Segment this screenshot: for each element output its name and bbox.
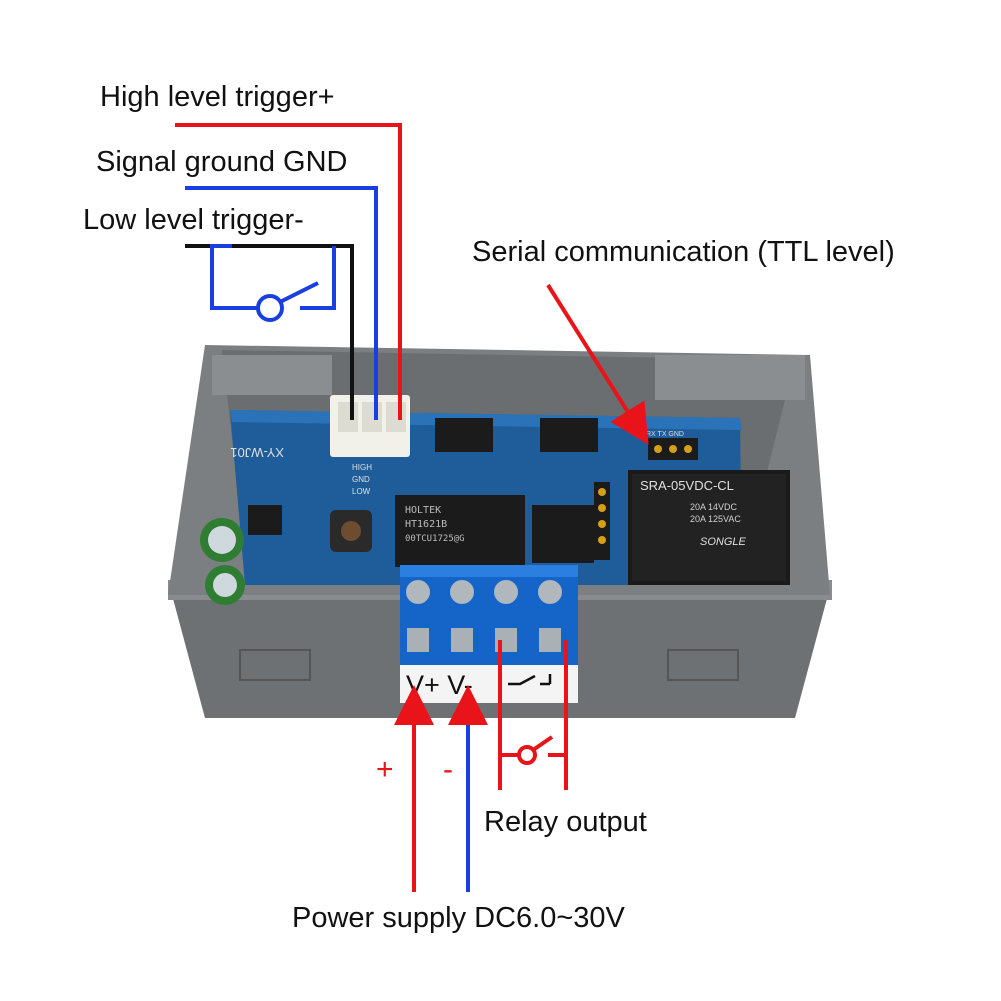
enclosure-clip-left: [212, 355, 332, 395]
relay-model-text: SRA-05VDC-CL: [640, 478, 734, 493]
relay: SRA-05VDC-CL 20A 14VDC 20A 125VAC SONGLE: [628, 470, 790, 585]
high-trigger-wire: [175, 123, 402, 420]
optocoupler-2: [540, 418, 598, 452]
enclosure-slot-right: [667, 649, 739, 681]
secondary-chip: [532, 505, 594, 563]
power-supply-label: Power supply DC6.0~30V: [292, 902, 625, 934]
relay-switch-lever-icon: [531, 735, 554, 752]
capacitor-1-top: [208, 526, 236, 554]
terminal-label-text: V+ V-: [406, 670, 473, 700]
plus-label: +: [376, 753, 394, 786]
enclosure-clip-right: [655, 355, 805, 400]
enclosure-slot-left: [239, 649, 311, 681]
pin-label-high: HIGH: [352, 463, 372, 472]
high-trigger-label: High level trigger+: [100, 81, 335, 113]
relay-switch-contact-icon: [517, 745, 537, 765]
relay-rating-2: 20A 125VAC: [690, 514, 741, 524]
switch-contact-icon: [256, 294, 284, 322]
inductor-core: [341, 521, 361, 541]
main-chip: [395, 495, 525, 567]
chip-model-text: HT1621B: [405, 519, 447, 530]
regulator-ic: [248, 505, 282, 535]
relay-brand-text: SONGLE: [700, 536, 747, 548]
switch-loop-wire-right: [300, 246, 336, 310]
terminal-switch-symbol: [508, 674, 552, 686]
serial-arrow: [546, 283, 649, 445]
relay-output-label: Relay output: [484, 806, 647, 838]
board-model-text: XY-WJ01: [230, 445, 284, 460]
pin-label-gnd: GND: [352, 475, 370, 484]
capacitor-2-top: [213, 573, 237, 597]
switch-lever-icon: [279, 281, 319, 304]
relay-rating-1: 20A 14VDC: [690, 502, 738, 512]
optocoupler-1: [435, 418, 493, 452]
low-trigger-label: Low level trigger-: [83, 204, 304, 236]
pin-label-low: LOW: [352, 487, 371, 496]
signal-ground-wire: [185, 186, 378, 420]
low-trigger-wire: [185, 244, 354, 420]
chip-brand-text: HOLTEK: [405, 505, 441, 516]
serial-communication-label: Serial communication (TTL level): [472, 236, 895, 268]
chip-code-text: 00TCU1725@G: [405, 534, 465, 544]
serial-pin-text: RX TX GND: [646, 431, 684, 438]
switch-loop-wire-left: [210, 244, 258, 310]
minus-label: -: [443, 753, 453, 786]
signal-ground-label: Signal ground GND: [96, 146, 348, 178]
terminal-block: V+ V-: [400, 565, 578, 703]
